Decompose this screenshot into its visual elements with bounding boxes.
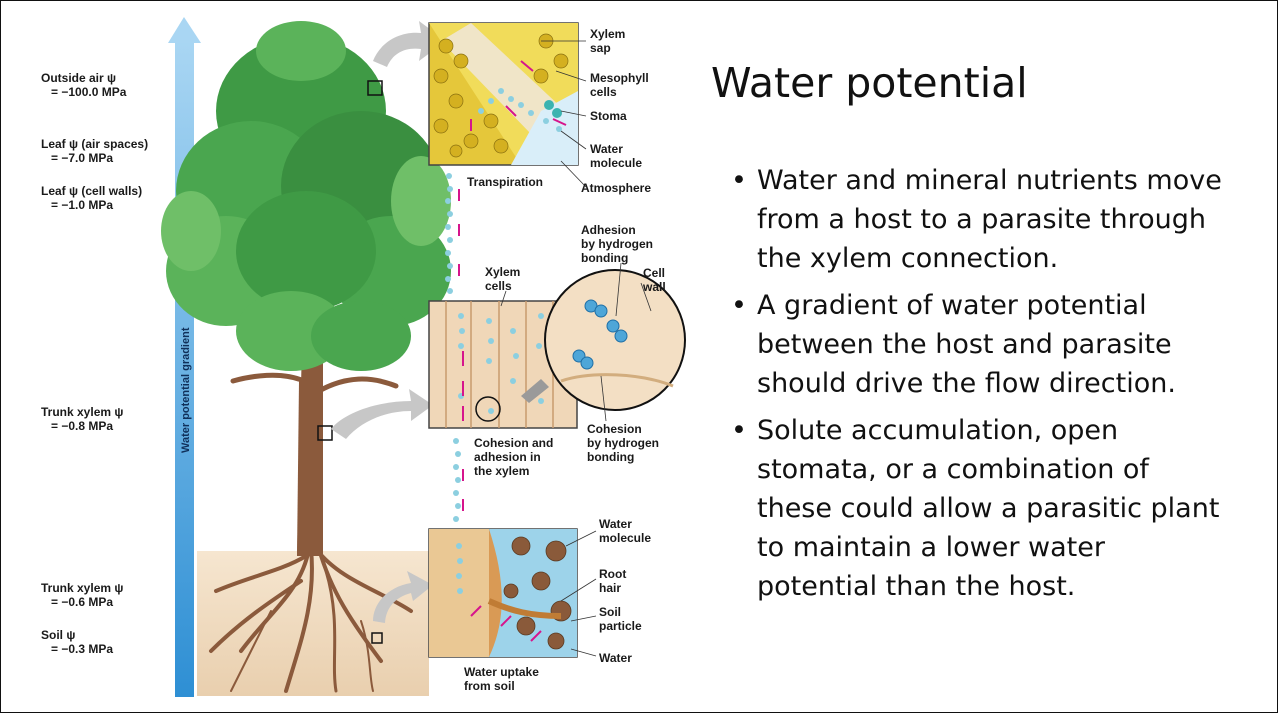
- potential-name: Trunk xylem ψ: [41, 405, 123, 419]
- leaf-detail-panel: [429, 23, 578, 165]
- potential-name: Leaf ψ (air spaces): [41, 137, 148, 151]
- potential-name: Trunk xylem ψ: [41, 581, 123, 595]
- water-label: Water: [599, 651, 632, 665]
- outside-air-potential: Outside air ψ = −100.0 MPa: [41, 71, 126, 99]
- water-potential-gradient-arrow: Water potential gradient: [168, 17, 201, 697]
- bullet-item: Solute accumulation, open stomata, or a …: [727, 411, 1227, 606]
- bullet-item: Water and mineral nutrients move from a …: [727, 161, 1227, 278]
- bullet-item: A gradient of water potential between th…: [727, 286, 1227, 403]
- potential-value: = −100.0 MPa: [41, 85, 126, 99]
- leaf-cell-walls-potential: Leaf ψ (cell walls) = −1.0 MPa: [41, 184, 142, 212]
- atmosphere-label: Atmosphere: [581, 181, 651, 195]
- transpiration-label: Transpiration: [467, 175, 543, 189]
- soil-potential: Soil ψ = −0.3 MPa: [41, 628, 113, 656]
- root-detail-panel: [429, 529, 577, 657]
- potential-value: = −0.6 MPa: [41, 595, 123, 609]
- trunk-xylem-lower-potential: Trunk xylem ψ = −0.6 MPa: [41, 581, 123, 609]
- slide-title: Water potential: [711, 59, 1028, 107]
- bullet-list: Water and mineral nutrients move from a …: [727, 161, 1227, 614]
- potential-value: = −0.3 MPa: [41, 642, 113, 656]
- stoma-label: Stoma: [590, 109, 627, 123]
- potential-name: Soil ψ: [41, 628, 113, 642]
- potential-name: Leaf ψ (cell walls): [41, 184, 142, 198]
- trunk-xylem-upper-potential: Trunk xylem ψ = −0.8 MPa: [41, 405, 123, 433]
- potential-name: Outside air ψ: [41, 71, 126, 85]
- potential-value: = −0.8 MPa: [41, 419, 123, 433]
- tree-foliage: [161, 21, 451, 371]
- gradient-label: Water potential gradient: [180, 327, 192, 453]
- potential-value: = −7.0 MPa: [41, 151, 148, 165]
- leaf-air-spaces-potential: Leaf ψ (air spaces) = −7.0 MPa: [41, 137, 148, 165]
- potential-value: = −1.0 MPa: [41, 198, 142, 212]
